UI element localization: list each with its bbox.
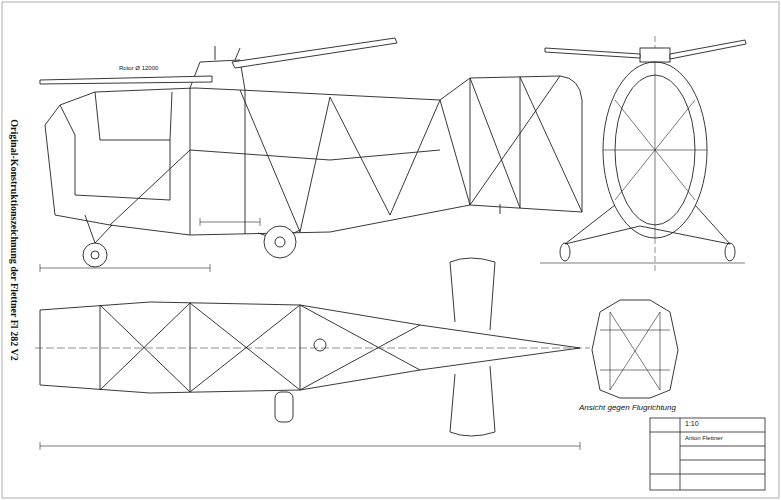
drawing-title: Original-Konstruktionszeichnung der Flet… — [9, 119, 20, 360]
side-view-line — [232, 38, 397, 68]
side-view-line — [91, 251, 99, 259]
rotor-dimension: Rotor Ø 12000 — [118, 65, 159, 72]
side-view-line — [264, 226, 296, 258]
company-name: Anton Flettner — [684, 435, 724, 442]
top-view-line — [275, 392, 293, 422]
rear-section-view-line — [592, 300, 678, 398]
top-view-line — [35, 348, 590, 349]
front-view-line — [670, 40, 746, 59]
side-view — [40, 38, 582, 272]
rear-section-view-line — [600, 312, 670, 390]
front-view-line — [560, 243, 570, 261]
scale-note: 1:10 — [684, 420, 700, 428]
title-block — [650, 418, 765, 490]
front-view-line — [640, 48, 670, 62]
front-view-line — [603, 62, 707, 238]
side-view-line — [85, 215, 112, 243]
side-view-line — [40, 76, 212, 84]
view-caption: Ansicht gegen Flugrichtung — [578, 404, 677, 413]
title-block-line — [650, 418, 765, 490]
front-view — [540, 36, 746, 272]
top-view-line — [314, 339, 326, 351]
top-view-line — [450, 258, 495, 330]
front-view-line — [603, 62, 707, 238]
front-view-line — [540, 263, 745, 264]
front-view-line — [565, 205, 730, 244]
side-view-line — [40, 218, 260, 272]
side-view-line — [275, 237, 285, 247]
side-view-line — [110, 88, 440, 235]
side-view-line — [500, 204, 501, 214]
side-view-line — [240, 76, 582, 232]
side-view-line — [60, 92, 172, 200]
side-view-line — [83, 243, 107, 267]
top-view-line — [40, 442, 580, 450]
front-view-line — [725, 243, 735, 261]
front-view-line — [655, 36, 656, 272]
top-view-line — [40, 302, 580, 393]
rear-section-view — [592, 300, 678, 398]
top-view-line — [100, 303, 420, 392]
title-block-line — [650, 418, 765, 490]
front-view-line — [545, 48, 640, 58]
top-view — [35, 258, 590, 450]
top-view-line — [450, 366, 495, 436]
side-view-line — [45, 76, 582, 235]
